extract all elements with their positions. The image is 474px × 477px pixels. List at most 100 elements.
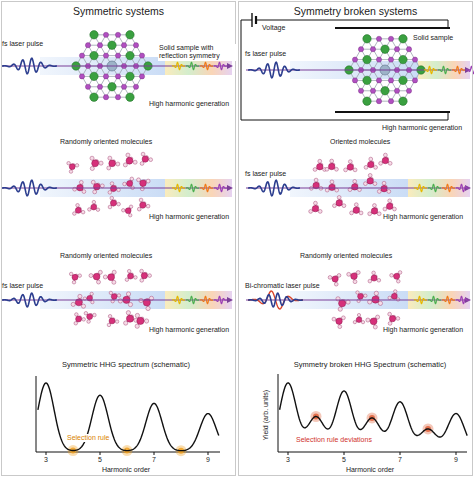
ligand-atom (379, 161, 383, 165)
wave-packet (248, 62, 300, 77)
annotation: High harmonic generation (148, 213, 230, 221)
tick (154, 452, 155, 455)
central-atom (351, 273, 358, 280)
ligand-atom (387, 190, 391, 194)
annotation: Voltage (262, 24, 285, 32)
ligand-atom (364, 294, 367, 297)
ligand-atom (141, 152, 145, 156)
tick (46, 452, 47, 455)
ligand-atom (108, 156, 112, 160)
ligand-atom (388, 312, 392, 316)
ligand-atom (110, 196, 114, 200)
x-axis (278, 452, 467, 453)
atom (363, 76, 371, 84)
tick-label: 7 (152, 456, 156, 464)
panel: Symmetric systems (1, 1, 236, 476)
annotation: fs laser pulse (2, 282, 43, 290)
ligand-atom (109, 291, 112, 294)
voltage-circuit (241, 13, 450, 120)
ligand-atom (90, 166, 94, 170)
wave-packet (172, 62, 185, 69)
atom (85, 84, 90, 89)
ligand-atom (115, 320, 119, 324)
ligand-atom (137, 178, 141, 182)
ligand-atom (90, 156, 94, 160)
central-atom (141, 273, 147, 279)
central-atom (76, 316, 82, 322)
annotation: fs laser pulse (245, 50, 286, 58)
chart-axes (36, 374, 467, 455)
central-atom (328, 163, 334, 169)
atom (363, 97, 371, 105)
ligand-atom (383, 153, 387, 157)
tick (208, 452, 209, 455)
wave-packet (172, 296, 185, 303)
wave-packet (424, 66, 437, 73)
ligand-atom (122, 209, 125, 212)
ligand-atom (81, 304, 85, 308)
tick-label: 7 (398, 456, 402, 464)
atom (90, 51, 98, 59)
central-atom (126, 315, 133, 322)
atom (399, 35, 407, 43)
ligand-atom (325, 167, 329, 171)
atom (108, 41, 116, 49)
wave-packet (214, 184, 227, 191)
central-atom (339, 300, 346, 307)
ligand-atom (373, 204, 377, 208)
ligand-atom (89, 274, 93, 278)
ligand-atom (74, 321, 78, 325)
atom (103, 32, 108, 37)
ligand-atom (126, 153, 130, 157)
ligand-atom (112, 270, 116, 274)
wave-packet (2, 293, 57, 307)
wave-packet (200, 296, 213, 303)
atom (97, 84, 102, 89)
ligand-atom (137, 207, 141, 211)
tick (288, 452, 289, 455)
central-atom (137, 317, 144, 324)
ligand-atom (135, 324, 139, 328)
central-atom (382, 157, 388, 163)
ligand-atom (99, 161, 103, 165)
atom (90, 93, 98, 101)
central-atom (91, 204, 97, 210)
ligand-atom (84, 311, 87, 314)
annotation: fs laser pulse (245, 170, 286, 178)
ligand-atom (73, 212, 77, 216)
atom (394, 88, 399, 93)
ligand-atom (125, 278, 129, 282)
atom (126, 31, 134, 39)
wave-packet (214, 296, 227, 303)
ligand-atom (93, 190, 97, 194)
ligand-atom (100, 184, 104, 188)
ligand-atom (361, 321, 364, 324)
central-atom (72, 274, 78, 280)
ligand-atom (366, 318, 370, 322)
annotation: High harmonic generation (382, 326, 464, 334)
central-atom (356, 317, 361, 322)
wave-packet (414, 296, 427, 303)
ligand-atom (359, 211, 363, 215)
ligand-atom (353, 179, 357, 183)
ligand-atom (116, 162, 120, 166)
wave-packet (442, 296, 455, 303)
central-atom (69, 164, 75, 170)
ligand-atom (76, 203, 80, 207)
ligand-atom (149, 158, 153, 162)
annotation: High harmonic generation (148, 326, 230, 334)
ligand-atom (377, 278, 381, 282)
annotation: High harmonic generation (382, 124, 462, 132)
central-atom (329, 184, 335, 190)
atom (139, 74, 144, 79)
ligand-atom (140, 162, 144, 166)
atom (388, 57, 393, 62)
wave-packet (2, 180, 57, 195)
wave-packet (428, 184, 441, 191)
atom (133, 43, 138, 48)
central-atom (140, 202, 146, 208)
ligand-atom (338, 307, 342, 311)
atom (115, 53, 120, 58)
tick (344, 452, 345, 455)
annotation: Randomly oriented molecules (60, 252, 152, 260)
